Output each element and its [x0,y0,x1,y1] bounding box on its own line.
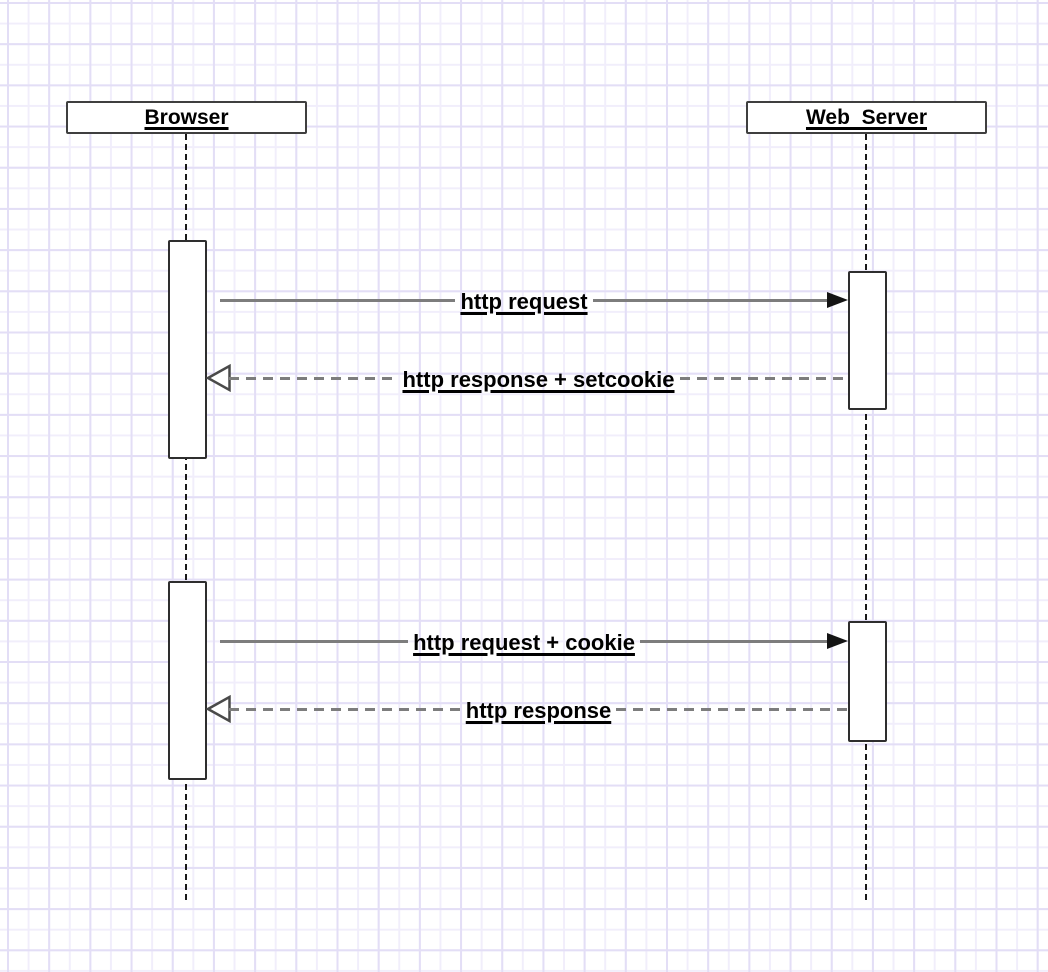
actor-box-browser: Browser [66,101,307,134]
message-line-left [220,298,456,302]
actor-label-web-server: Web Server [805,105,927,129]
activation-browser-2 [168,581,207,780]
message-label: http request + cookie [413,630,635,655]
message-line-left [220,639,409,643]
lifeline-browser [185,134,187,900]
message-line-left [229,376,398,380]
arrowhead-filled-icon [827,633,849,649]
message-http-response-setcookie: http response + setcookie [206,360,848,396]
arrowhead-filled-icon [827,292,848,308]
actor-box-web-server: Web Server [746,101,987,134]
message-http-request: http request [220,282,848,318]
activation-browser-1 [168,240,207,459]
message-line-left [229,707,461,711]
lifeline-web-server [865,134,867,900]
message-line-right [592,298,828,302]
message-label: http request [460,289,588,314]
message-label: http response [465,698,612,723]
message-line-right [616,707,848,711]
activation-server-2 [848,621,887,742]
message-label: http response + setcookie [402,367,675,392]
arrowhead-open-icon [206,694,231,724]
message-line-right [639,639,829,643]
actor-label-browser: Browser [144,105,229,129]
message-http-request-cookie: http request + cookie [220,623,849,659]
arrowhead-open-icon [206,363,231,393]
message-line-right [679,376,848,380]
message-http-response: http response [206,691,848,727]
activation-server-1 [848,271,887,410]
